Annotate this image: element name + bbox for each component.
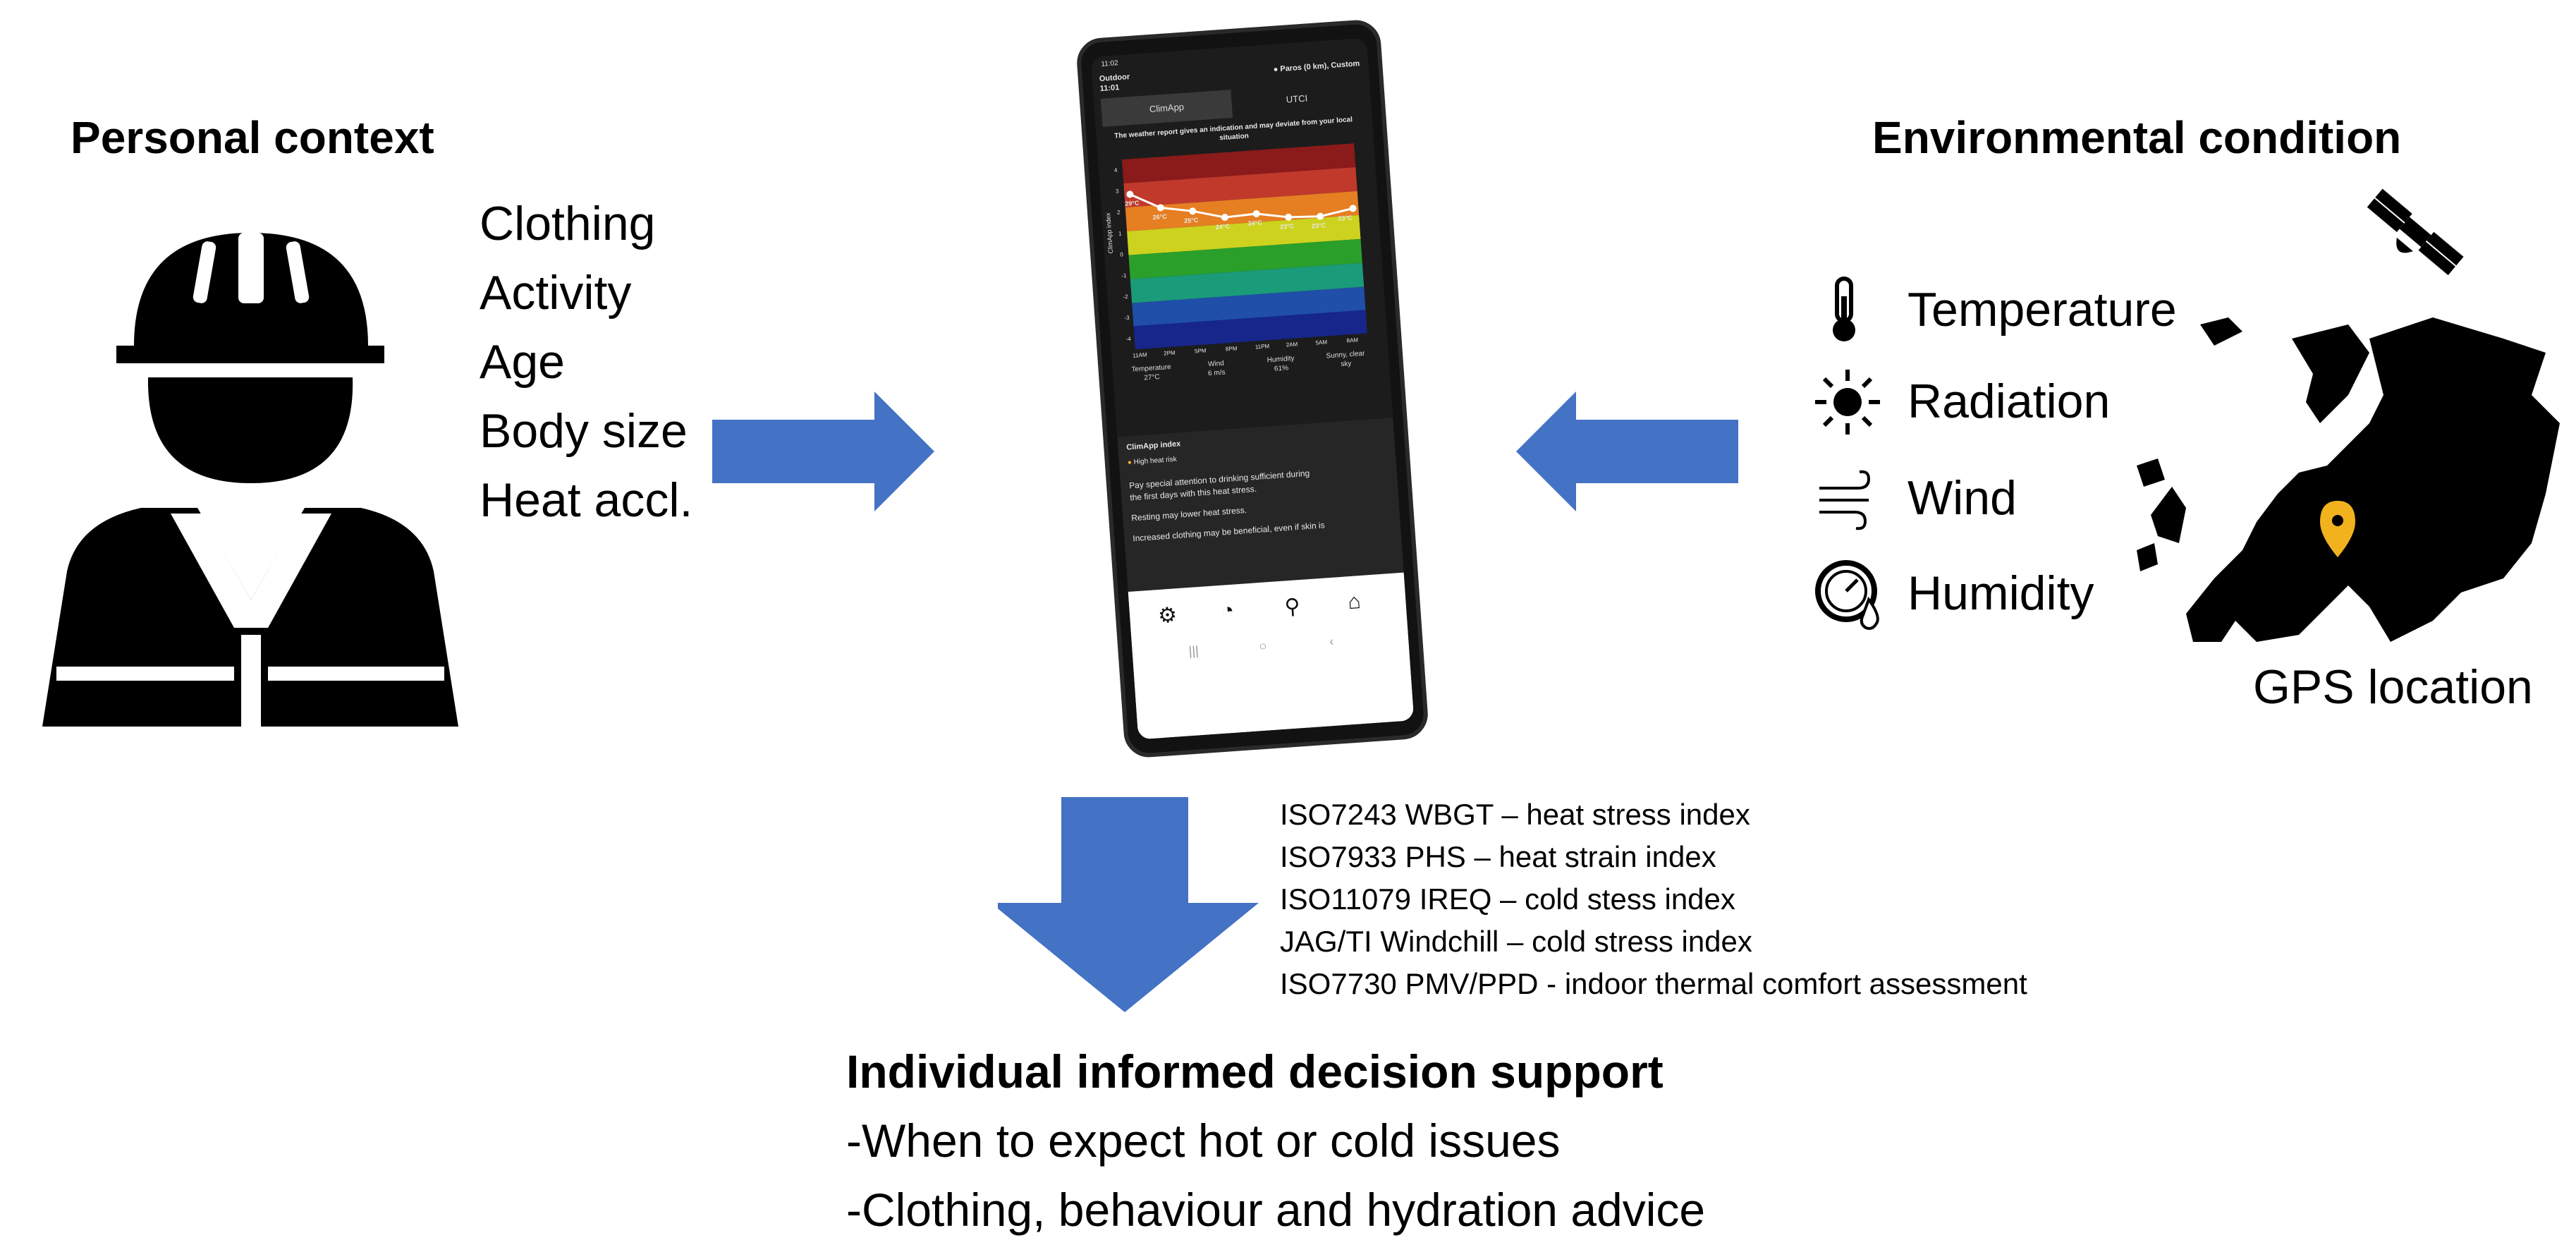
y-tick: 1 (1118, 230, 1122, 237)
x-tick: 8AM (1346, 336, 1359, 344)
env-item-label: Radiation (1907, 375, 2111, 428)
tab-climapp[interactable]: ClimApp (1100, 90, 1233, 127)
temp-label: 24°C (1247, 219, 1263, 227)
location-label: Outdoor (1099, 73, 1130, 84)
standard-item: JAG/TI Windchill – cold stress index (1280, 925, 1752, 958)
tab-utci[interactable]: UTCI (1286, 92, 1308, 105)
env-item-label: Temperature (1907, 283, 2177, 336)
x-tick: 11AM (1133, 351, 1147, 359)
y-tick: 4 (1113, 166, 1118, 174)
settings-gear-icon[interactable]: ⚙ (1157, 603, 1178, 628)
env-item-wind: Wind (1809, 455, 2302, 540)
climapp-forecast-chart: 29°C 26°C 25°C 24°C 24°C 23°C 23°C 23°C (1121, 143, 1367, 350)
x-tick: 8PM (1225, 345, 1238, 353)
env-item-radiation: Radiation (1809, 358, 2302, 443)
dashboard-gauge-icon[interactable]: ◔ (1220, 598, 1235, 623)
x-tick: 2PM (1163, 349, 1176, 357)
forecast-line (1126, 190, 1357, 221)
temp-label: 23°C (1338, 214, 1353, 222)
temp-label: 25°C (1183, 216, 1199, 225)
decision-title: Individual informed decision support (846, 1045, 1664, 1098)
risk-indicator: ● High heat risk (1128, 456, 1178, 467)
y-tick: 0 (1119, 251, 1124, 258)
standard-item: ISO7243 WBGT – heat stress index (1280, 798, 1750, 831)
sun-icon (1815, 370, 1880, 435)
standard-item: ISO7933 PHS – heat strain index (1280, 840, 1716, 873)
home-icon[interactable]: ⌂ (1347, 590, 1362, 614)
risk-label: High heat risk (1133, 455, 1178, 466)
x-tick: 11PM (1255, 343, 1270, 351)
phone-screen: 11:02 Outdoor 11:01 ● Paros (0 km), Cust… (1090, 37, 1415, 740)
env-item-label: Humidity (1907, 566, 2094, 620)
y-tick: -4 (1125, 335, 1132, 343)
personal-factor-item: Age (480, 335, 565, 389)
y-tick: 2 (1116, 209, 1121, 216)
recent-apps-icon[interactable]: ||| (1188, 643, 1200, 659)
phone-device: 11:02 Outdoor 11:01 ● Paros (0 km), Cust… (1075, 18, 1430, 759)
standard-item: ISO11079 IREQ – cold stess index (1280, 882, 1735, 916)
x-tick: 5PM (1194, 347, 1207, 355)
env-item-humidity: Humidity (1809, 550, 2302, 635)
arrow-right-icon (712, 391, 934, 511)
card-title: ClimApp index (1125, 439, 1181, 452)
location-pin-icon[interactable]: ⚲ (1283, 595, 1301, 619)
status-time: 11:02 (1101, 59, 1119, 68)
environmental-condition-heading: Environmental condition (1872, 112, 2402, 163)
bottom-navigation: ⚙ ◔ ⚲ ⌂ ||| ○ ‹ (1128, 572, 1415, 740)
env-item-label: Wind (1907, 471, 2017, 525)
temp-label: 23°C (1279, 222, 1295, 231)
y-axis-label: ClimApp index (1104, 212, 1115, 254)
arrow-down-icon (998, 797, 1259, 1012)
temp-label: 29°C (1124, 199, 1140, 207)
personal-factor-item: Body size (480, 404, 688, 458)
decision-support: Individual informed decision support -Wh… (846, 1037, 1705, 1244)
europe-map (2137, 317, 2560, 642)
place-label[interactable]: ● Paros (0 km), Custom (1273, 59, 1360, 74)
standards-list: ISO7243 WBGT – heat stress index ISO7933… (1280, 794, 2027, 1005)
y-tick: -2 (1123, 293, 1128, 300)
location-time: 11:01 (1099, 83, 1120, 94)
personal-context-heading: Personal context (71, 112, 434, 163)
advice-line: Increased clothing may be beneficial, ev… (1132, 520, 1326, 544)
thermometer-icon (1833, 277, 1855, 341)
temp-label: 24°C (1215, 222, 1231, 231)
place-name: Paros (0 km), Custom (1279, 59, 1360, 74)
humidity-gauge-icon (1815, 560, 1879, 630)
gps-location-label: GPS location (2253, 660, 2533, 714)
env-item-temperature: Temperature (1809, 267, 2302, 351)
back-icon[interactable]: ‹ (1329, 633, 1334, 649)
x-tick: 5AM (1315, 339, 1328, 346)
advice-line: Resting may lower heat stress. (1130, 504, 1247, 523)
standard-item: ISO7730 PMV/PPD - indoor thermal comfort… (1280, 967, 2027, 1000)
personal-factor-list: Clothing Activity Age Body size Heat acc… (480, 189, 692, 535)
personal-factor-item: Activity (480, 266, 632, 320)
satellite-icon (2367, 188, 2464, 276)
y-tick: -1 (1121, 272, 1127, 279)
personal-factor-item: Clothing (480, 197, 656, 250)
temp-label: 26°C (1152, 212, 1168, 221)
personal-factor-item: Heat accl. (480, 473, 693, 527)
decision-point: -Clothing, behaviour and hydration advic… (846, 1184, 1706, 1236)
wind-icon (1819, 470, 1871, 530)
y-tick: 3 (1115, 188, 1119, 195)
worker-icon (42, 233, 458, 727)
temp-label: 23°C (1311, 221, 1326, 230)
decision-point: -When to expect hot or cold issues (846, 1115, 1561, 1167)
arrow-left-icon (1516, 391, 1738, 511)
y-tick: -3 (1124, 314, 1130, 322)
advice-text: Pay special attention to drinking suffic… (1129, 467, 1326, 545)
home-button-icon[interactable]: ○ (1258, 638, 1268, 654)
gps-marker-icon (2320, 501, 2355, 557)
x-tick: 2AM (1286, 341, 1298, 348)
